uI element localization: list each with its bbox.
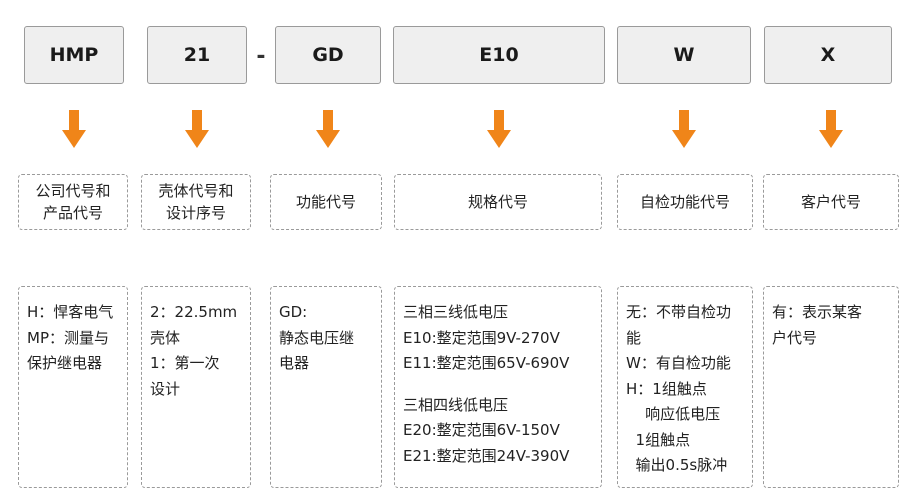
code-text: GD <box>312 44 344 66</box>
desc-line: 壳体 <box>150 328 181 347</box>
desc-box-specification: 三相三线低电压 E10:整定范围9V-270V E11:整定范围65V-690V… <box>394 286 602 488</box>
desc-box-housing-design: 2：22.5mm 壳体 1：第一次 设计 <box>141 286 251 488</box>
down-arrow-icon <box>672 110 696 148</box>
desc-line: W：有自检功能 <box>626 354 731 372</box>
code-text: HMP <box>49 44 99 66</box>
label-box-customer: 客户代号 <box>763 174 899 230</box>
desc-line: 无：不带自检功 <box>626 303 732 321</box>
desc-spacer <box>403 377 593 393</box>
code-box-gd: GD <box>275 26 381 84</box>
label-box-company-product: 公司代号和 产品代号 <box>18 174 128 230</box>
code-box-x: X <box>764 26 892 84</box>
label-text: 壳体代号和 设计序号 <box>158 182 234 222</box>
down-arrow-icon <box>62 110 86 148</box>
code-box-hmp: HMP <box>24 26 124 84</box>
desc-line: E10:整定范围9V-270V <box>403 328 560 347</box>
code-box-w: W <box>617 26 751 84</box>
label-text: 功能代号 <box>295 193 356 211</box>
desc-line: 静态电压继 <box>279 328 355 347</box>
down-arrow-icon <box>316 110 340 148</box>
desc-line: H：悍客电气 <box>27 303 114 321</box>
desc-box-self-check: 无：不带自检功 能 W：有自检功能 H：1组触点 响应低电压 1组触点 输出0.… <box>617 286 753 488</box>
desc-line: 能 <box>626 328 642 347</box>
desc-line: 户代号 <box>772 328 818 347</box>
desc-line: 1：第一次 <box>150 354 220 372</box>
desc-line: GD: <box>279 303 308 321</box>
code-box-21: 21 <box>147 26 247 84</box>
label-box-function: 功能代号 <box>270 174 382 230</box>
desc-line: E21:整定范围24V-390V <box>403 446 570 465</box>
label-text: 自检功能代号 <box>639 193 730 211</box>
desc-line: 设计 <box>150 379 181 398</box>
label-box-self-check: 自检功能代号 <box>617 174 753 230</box>
desc-line: MP：测量与 <box>27 328 109 347</box>
desc-line: 电器 <box>279 354 310 372</box>
desc-line: 三相四线低电压 <box>403 395 509 414</box>
desc-line: E20:整定范围6V-150V <box>403 421 560 439</box>
desc-line: 1组触点 <box>626 430 691 449</box>
desc-line: 响应低电压 <box>626 405 721 423</box>
desc-line: 2：22.5mm <box>150 303 238 321</box>
desc-line: H：1组触点 <box>626 379 707 398</box>
down-arrow-icon <box>487 110 511 148</box>
desc-line: 有：表示某客 <box>772 303 863 321</box>
code-text: X <box>820 44 836 66</box>
desc-line: 三相三线低电压 <box>403 303 509 321</box>
down-arrow-icon <box>819 110 843 148</box>
label-box-housing-design: 壳体代号和 设计序号 <box>141 174 251 230</box>
code-box-e10: E10 <box>393 26 605 84</box>
desc-line: 输出0.5s脉冲 <box>626 456 728 474</box>
label-box-specification: 规格代号 <box>394 174 602 230</box>
desc-line: 保护继电器 <box>27 354 103 372</box>
code-text: 21 <box>183 44 211 66</box>
desc-box-company-product: H：悍客电气 MP：测量与 保护继电器 <box>18 286 128 488</box>
code-text: W <box>673 44 695 66</box>
label-text: 规格代号 <box>467 193 528 211</box>
desc-box-function: GD: 静态电压继 电器 <box>270 286 382 488</box>
down-arrow-icon <box>185 110 209 148</box>
label-text: 客户代号 <box>800 193 861 211</box>
code-text: E10 <box>479 44 519 66</box>
separator-dash: - <box>256 44 266 69</box>
desc-box-customer: 有：表示某客 户代号 <box>763 286 899 488</box>
label-text: 公司代号和 产品代号 <box>35 182 111 222</box>
desc-line: E11:整定范围65V-690V <box>403 354 570 372</box>
